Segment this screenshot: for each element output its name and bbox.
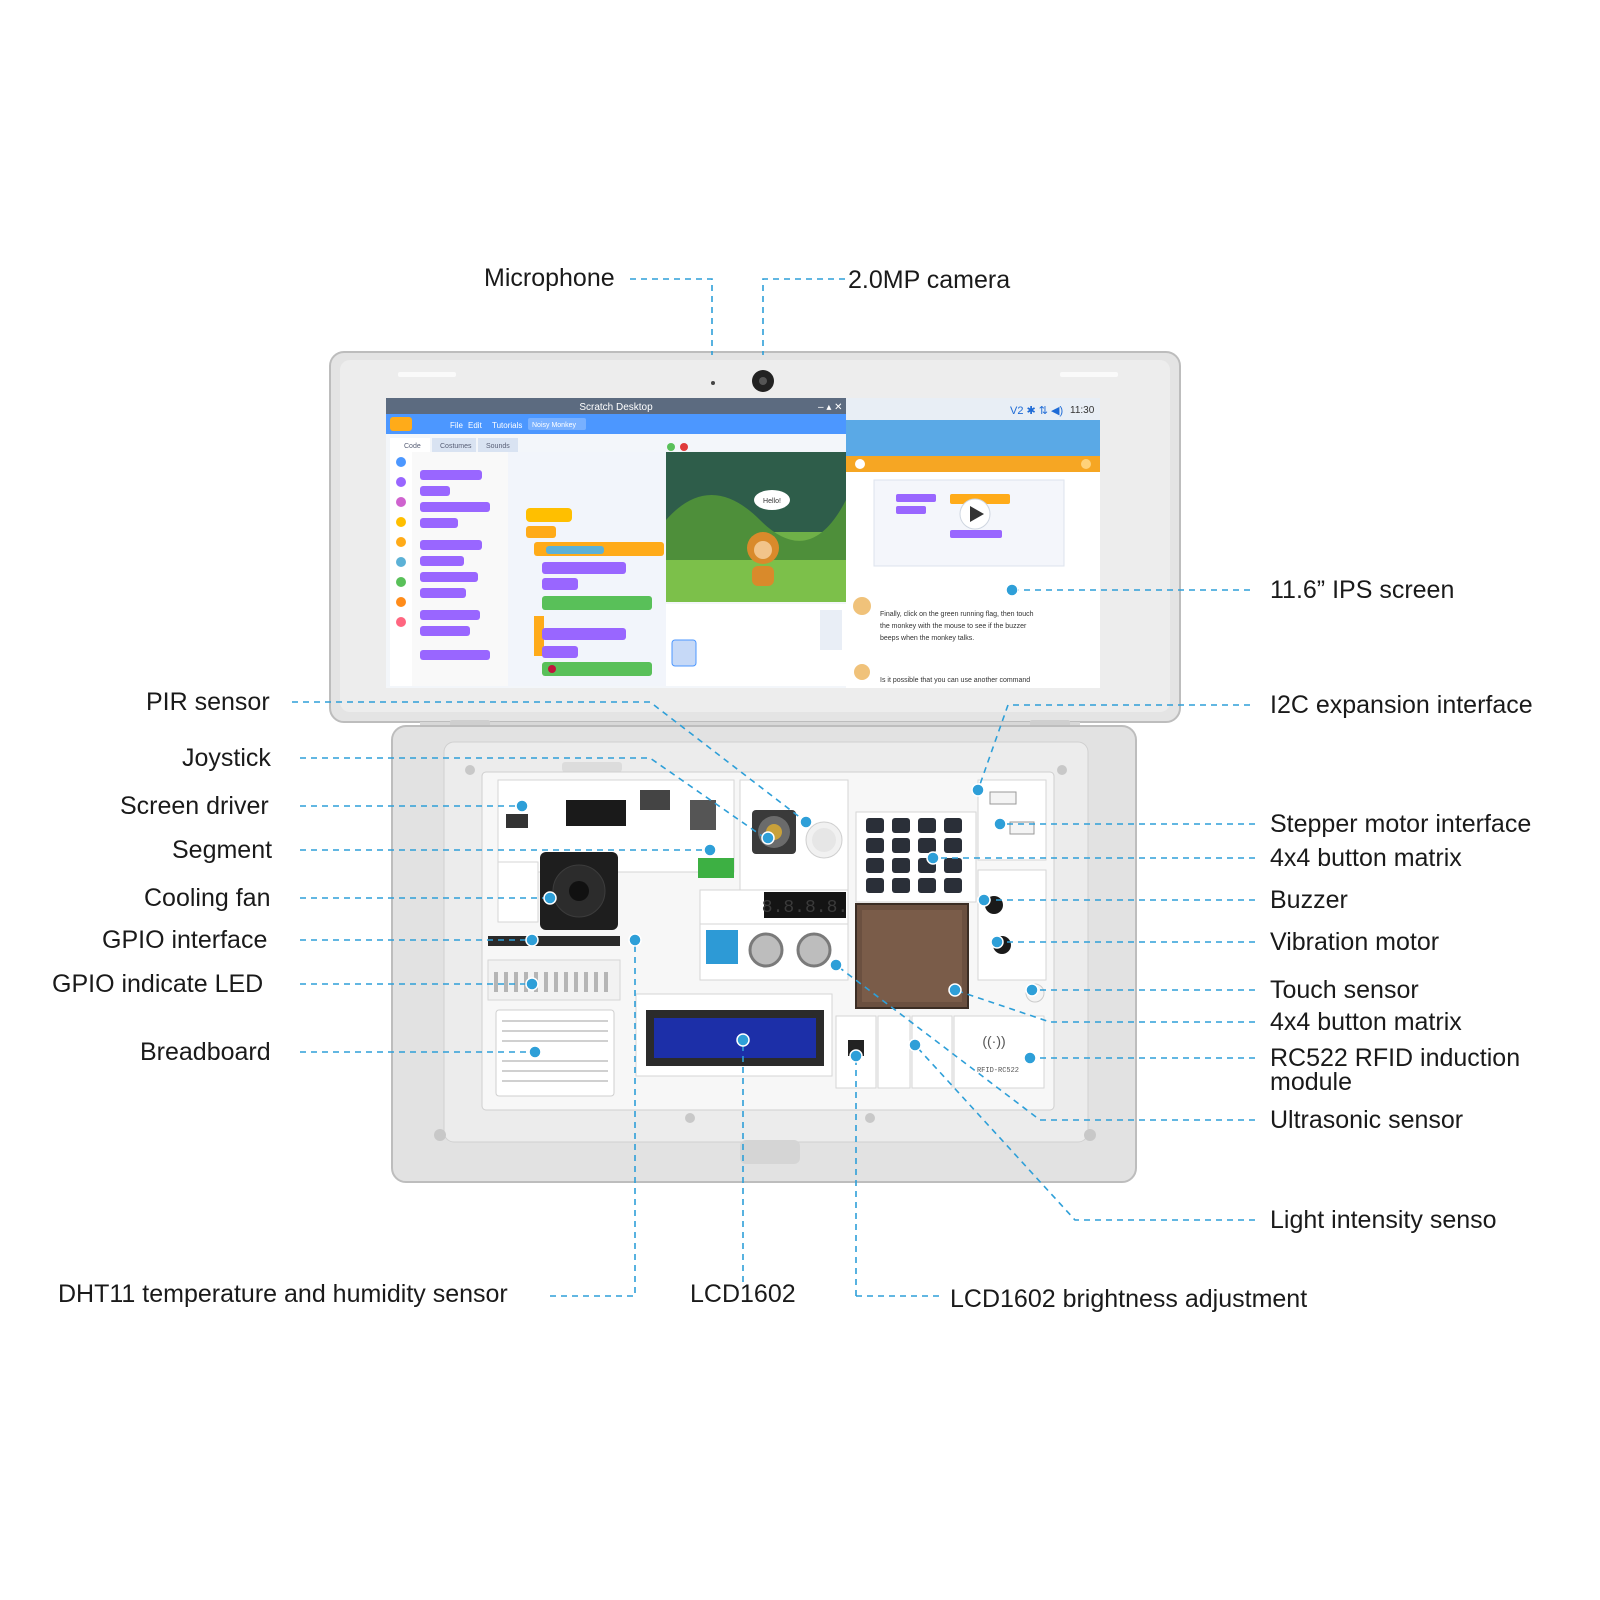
label-joystick: Joystick [182, 744, 271, 772]
label-pir-sensor: PIR sensor [146, 688, 270, 716]
svg-text:Finally, click on the green ru: Finally, click on the green running flag… [880, 611, 1034, 618]
svg-text:Noisy Monkey: Noisy Monkey [532, 422, 576, 429]
svg-text:Code: Code [404, 443, 421, 450]
label-segment: Segment [172, 836, 273, 864]
label-light-sensor: Light intensity senso [1270, 1206, 1497, 1234]
ips-screen: Scratch Desktop ‒ ▴ ✕ File Edit Tutorial… [386, 398, 1100, 688]
label-ultrasonic-sensor: Ultrasonic sensor [1270, 1106, 1464, 1134]
label-lcd-brightness: LCD1602 brightness adjustment [950, 1285, 1308, 1313]
svg-text:beeps when the monkey talks.: beeps when the monkey talks. [880, 635, 974, 642]
svg-text:the monkey with the mouse to s: the monkey with the mouse to see if the … [880, 623, 1027, 630]
svg-text:Tutorials: Tutorials [492, 421, 522, 430]
svg-text:File: File [450, 421, 463, 430]
label-button-matrix-1: 4x4 button matrix [1270, 844, 1462, 872]
label-ips-screen: 11.6” IPS screen [1270, 576, 1455, 604]
svg-text:RFID-RC522: RFID-RC522 [977, 1067, 1019, 1075]
label-breadboard: Breadboard [140, 1038, 271, 1066]
svg-text:8.8.8.8.: 8.8.8.8. [762, 898, 848, 918]
microphone-hole [711, 381, 715, 385]
label-buzzer: Buzzer [1270, 886, 1348, 914]
lcd1602-display [654, 1018, 816, 1058]
svg-text:V2 ✱ ⇅ ◀): V2 ✱ ⇅ ◀) [1010, 405, 1063, 417]
laptop-base: 8.8.8.8. [391, 725, 1137, 1183]
svg-text:11:30: 11:30 [1070, 405, 1095, 416]
breadboard [495, 1009, 615, 1097]
label-lcd1602: LCD1602 [690, 1280, 796, 1308]
svg-text:Edit: Edit [468, 421, 483, 430]
label-gpio-led: GPIO indicate LED [52, 970, 264, 998]
svg-text:Hello!: Hello! [763, 498, 781, 505]
label-rfid-line1: RC522 RFID induction [1270, 1044, 1521, 1072]
label-cooling-fan: Cooling fan [144, 884, 271, 912]
label-microphone: Microphone [484, 264, 615, 292]
label-touch-sensor: Touch sensor [1270, 976, 1419, 1004]
svg-text:((·)): ((·)) [982, 1033, 1005, 1049]
label-stepper-interface: Stepper motor interface [1270, 810, 1532, 838]
label-vibration-motor: Vibration motor [1270, 928, 1440, 956]
svg-text:Costumes: Costumes [440, 443, 472, 450]
label-camera: 2.0MP camera [848, 266, 1011, 294]
svg-text:Is it possible that you can us: Is it possible that you can use another … [880, 677, 1030, 684]
leader-lines [292, 278, 1255, 1297]
marker-dots [515, 583, 1039, 1065]
label-screen-driver: Screen driver [120, 792, 269, 820]
label-rfid-line2: module [1270, 1068, 1352, 1096]
gpio-header [488, 936, 620, 946]
label-i2c-interface: I2C expansion interface [1270, 691, 1533, 719]
svg-text:‒ ▴ ✕: ‒ ▴ ✕ [818, 402, 843, 413]
label-button-matrix-2: 4x4 button matrix [1270, 1008, 1462, 1036]
label-dht11: DHT11 temperature and humidity sensor [58, 1280, 508, 1308]
svg-text:Sounds: Sounds [486, 443, 510, 450]
label-gpio-interface: GPIO interface [102, 926, 268, 954]
screen-app-title: Scratch Desktop [579, 402, 653, 413]
